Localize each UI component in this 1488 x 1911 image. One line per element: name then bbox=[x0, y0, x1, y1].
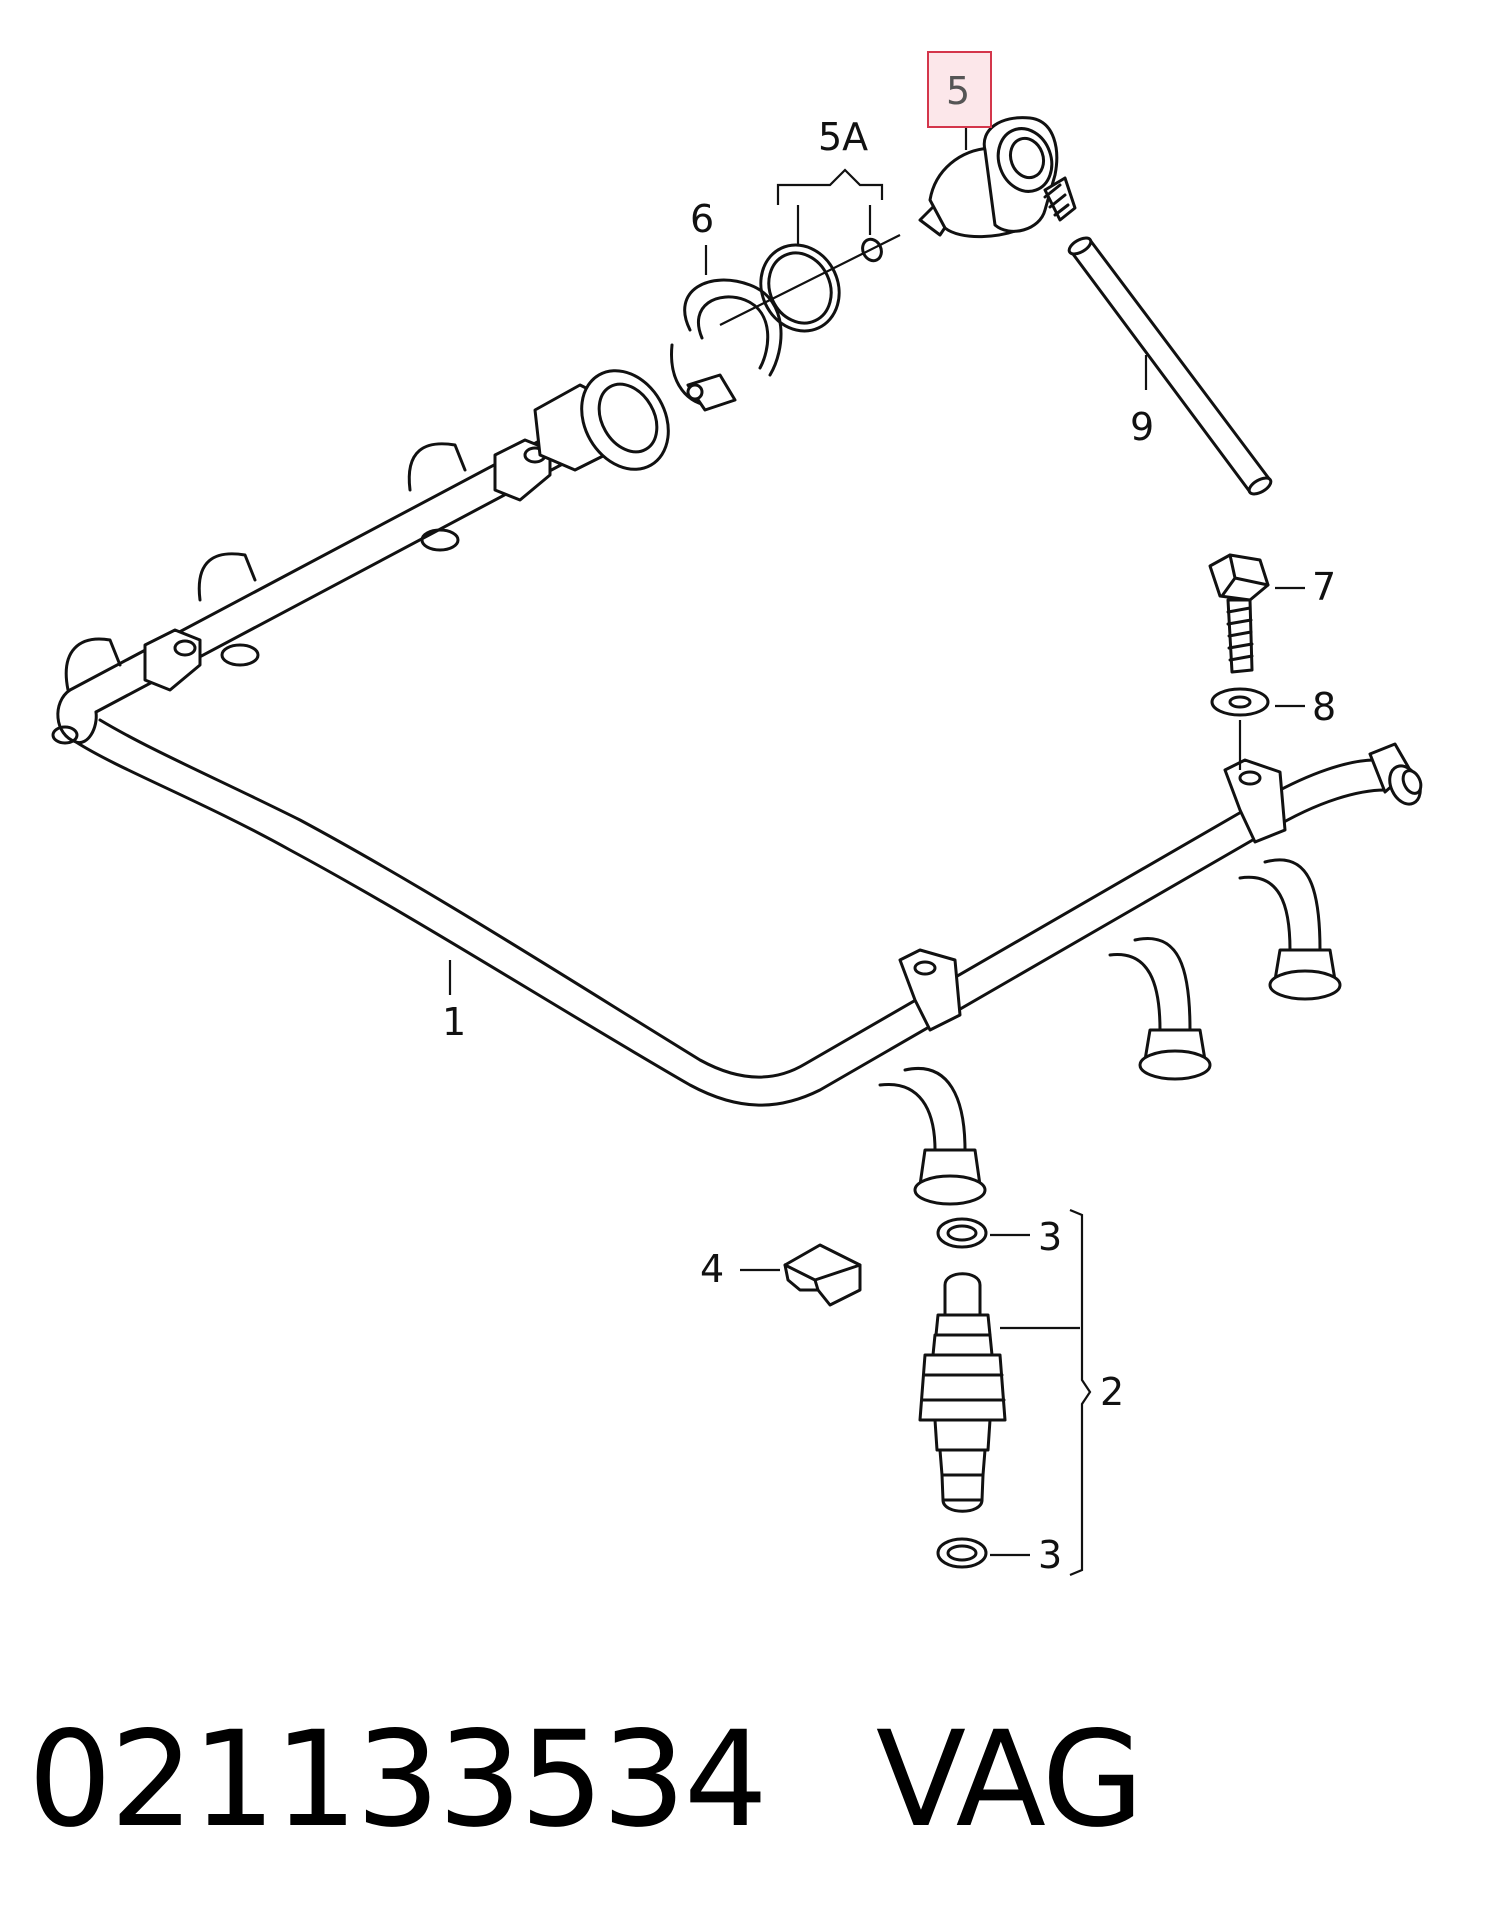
callout-1: 1 bbox=[442, 1000, 466, 1044]
parts-diagram: 1 6 5A 5 9 7 8 3 3 4 2 bbox=[51, 51, 1423, 1577]
brand-name: VAG bbox=[875, 1703, 1144, 1857]
callout-3-upper: 3 bbox=[1038, 1215, 1062, 1259]
clamp bbox=[670, 278, 783, 412]
callout-9: 9 bbox=[1130, 405, 1154, 449]
retaining-clip bbox=[783, 1243, 862, 1307]
vacuum-hose bbox=[1067, 236, 1273, 496]
part-caption: 021133534 VAG bbox=[28, 1690, 1468, 1870]
callout-3-lower: 3 bbox=[1038, 1533, 1062, 1577]
callout-6: 6 bbox=[690, 197, 714, 241]
injector bbox=[918, 1272, 1007, 1513]
part-number: 021133534 bbox=[28, 1703, 768, 1857]
highlight-box-5 bbox=[927, 51, 992, 128]
pressure-regulator bbox=[918, 116, 1077, 239]
leader-lines bbox=[448, 127, 1305, 1577]
washer bbox=[1210, 687, 1270, 770]
callout-5: 5 bbox=[946, 69, 970, 113]
seal-rings bbox=[936, 1217, 988, 1569]
callout-7: 7 bbox=[1312, 565, 1336, 609]
callout-2: 2 bbox=[1100, 1370, 1124, 1414]
seal-kit bbox=[719, 234, 901, 333]
callout-8: 8 bbox=[1312, 685, 1336, 729]
bolt bbox=[1208, 553, 1270, 674]
callout-5a: 5A bbox=[818, 115, 868, 159]
callout-4: 4 bbox=[700, 1247, 724, 1291]
callouts: 1 6 5A 5 9 7 8 3 3 4 2 bbox=[442, 51, 1336, 1577]
fuel-rail bbox=[51, 369, 1423, 1206]
